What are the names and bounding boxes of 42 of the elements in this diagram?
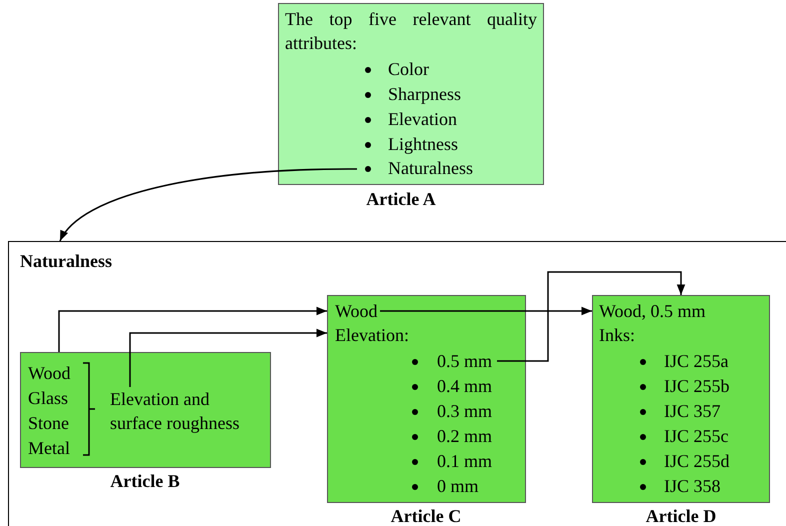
box-text: Glass [28, 387, 68, 410]
list-item: 0.2 mm [437, 425, 492, 448]
article-caption: Article A [366, 188, 436, 210]
list-item: 0.1 mm [437, 450, 492, 473]
list-item: IJC 357 [664, 400, 721, 423]
list-item: 0.5 mm [437, 350, 492, 373]
box-text: Inks: [599, 324, 635, 347]
list-item: IJC 255c [664, 425, 728, 448]
box-text: The top five relevant quality attributes: [285, 8, 537, 55]
list-item: IJC 358 [664, 475, 721, 498]
article-caption: Article B [110, 470, 180, 492]
box-text: Stone [28, 412, 70, 435]
article-caption: Article D [646, 505, 716, 526]
arrow [58, 306, 327, 352]
article-caption: Article C [390, 505, 462, 526]
box-text: Wood [28, 362, 71, 385]
box-text: Wood, 0.5 mm [599, 300, 706, 323]
frame-heading: Naturalness [20, 250, 112, 273]
arrow [59, 168, 357, 242]
arrow [380, 306, 592, 316]
box-text: Elevation: [335, 324, 409, 347]
list-item: Elevation [388, 108, 457, 131]
box-text: Metal [28, 437, 70, 460]
list-item: 0.3 mm [437, 400, 492, 423]
arrow [129, 328, 327, 387]
list-item: IJC 255a [664, 350, 728, 373]
group-frame [8, 241, 786, 526]
list-item: 0 mm [437, 475, 479, 498]
list-item: Lightness [388, 133, 458, 156]
list-item: IJC 255b [664, 375, 730, 398]
article-box [278, 3, 544, 185]
article-box [20, 352, 271, 468]
list-item: Color [388, 58, 430, 81]
arrow [497, 271, 686, 362]
list-item: IJC 255d [664, 450, 730, 473]
list-item: 0.4 mm [437, 375, 492, 398]
list-item: Naturalness [388, 157, 473, 180]
box-text: Wood [335, 300, 378, 323]
box-text: Elevation and surface roughness [110, 388, 240, 435]
article-box [327, 295, 526, 503]
article-box [592, 295, 770, 503]
list-item: Sharpness [388, 83, 461, 106]
